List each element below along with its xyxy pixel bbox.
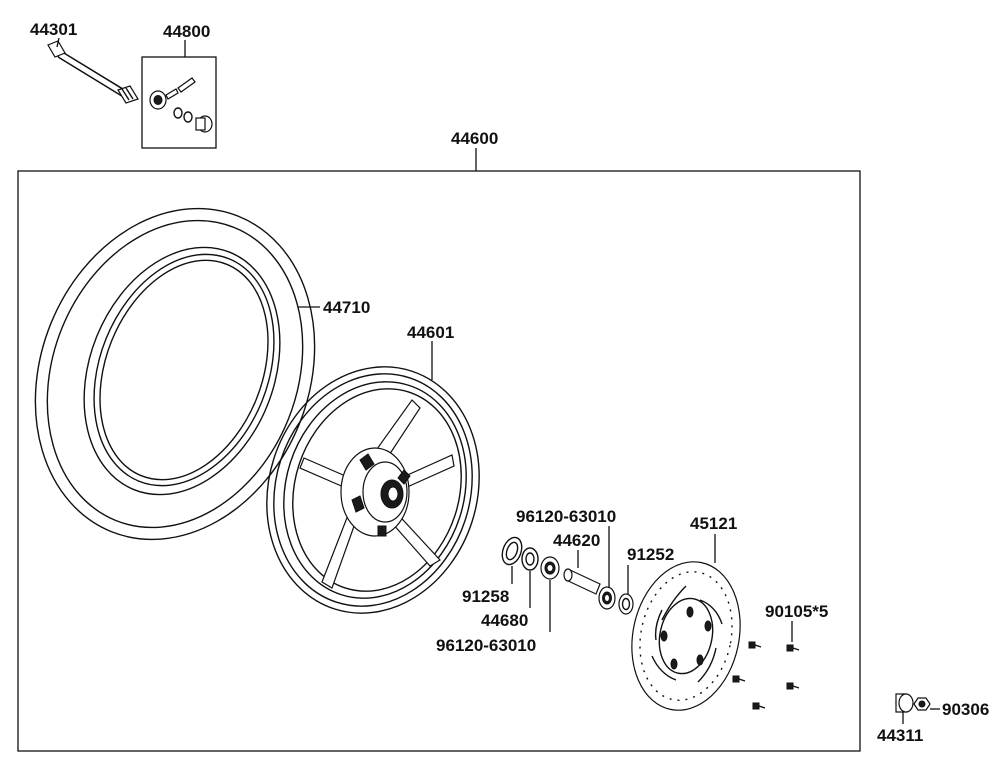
tire-part	[34, 207, 316, 541]
label-90105: 90105*5	[765, 602, 828, 621]
seal-right-part	[618, 593, 634, 615]
collar-part	[563, 568, 601, 595]
label-44301: 44301	[30, 20, 77, 39]
label-91258: 91258	[462, 587, 509, 606]
label-91252: 91252	[627, 545, 674, 564]
label-44311: 44311	[877, 726, 923, 745]
assembly-frame	[17, 170, 861, 752]
label-44680: 44680	[481, 611, 528, 630]
label-44600: 44600	[451, 129, 498, 148]
spacer-part	[521, 547, 539, 571]
label-44800: 44800	[163, 22, 210, 41]
axle-part	[47, 40, 139, 104]
label-96120-top: 96120-63010	[516, 507, 616, 526]
speedo-gear-part	[149, 77, 213, 133]
label-45121: 45121	[690, 514, 737, 533]
speedo-gear-box	[141, 56, 217, 149]
bearing-bottom-part	[540, 556, 560, 580]
nut-collar-part	[895, 693, 914, 713]
label-90306: 90306	[942, 700, 989, 719]
bearing-top-part	[598, 586, 616, 610]
rim-part	[266, 366, 480, 614]
label-96120-bottom: 96120-63010	[436, 636, 536, 655]
leader-44301	[56, 37, 60, 48]
brake-disc-part	[631, 561, 741, 711]
axle-nut-part	[913, 697, 931, 711]
disc-bolts-part	[732, 641, 800, 710]
seal-left-part	[501, 536, 523, 566]
label-44710: 44710	[323, 298, 370, 317]
label-44601: 44601	[407, 323, 454, 342]
label-44620: 44620	[553, 531, 600, 550]
